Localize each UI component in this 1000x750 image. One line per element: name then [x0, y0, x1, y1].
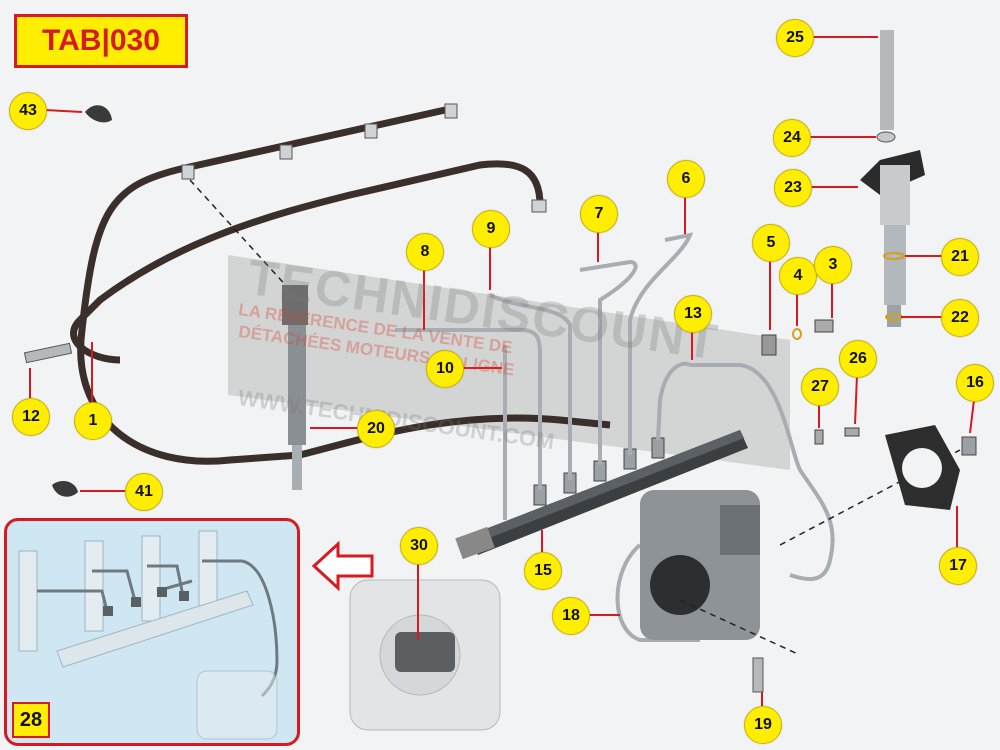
callout-17[interactable]: 17 [939, 547, 977, 585]
tab-label: TAB|030 [14, 14, 188, 68]
callout-22[interactable]: 22 [941, 299, 979, 337]
return-hose [77, 106, 446, 465]
return-hose-upper [77, 160, 544, 323]
callout-9[interactable]: 9 [472, 210, 510, 248]
fuel-rail [455, 430, 748, 560]
inset-pointer-arrow [311, 540, 374, 592]
return-hose-lower [299, 414, 611, 459]
high-pressure-pump [640, 490, 760, 640]
callout-18[interactable]: 18 [552, 597, 590, 635]
callout-5[interactable]: 5 [752, 224, 790, 262]
callout-13[interactable]: 13 [674, 295, 712, 333]
fittings [761, 319, 860, 445]
callout-24[interactable]: 24 [773, 119, 811, 157]
callout-27[interactable]: 27 [801, 368, 839, 406]
clip-41 [52, 480, 78, 497]
callout-10[interactable]: 10 [426, 350, 464, 388]
callout-3[interactable]: 3 [814, 246, 852, 284]
callout-30[interactable]: 30 [400, 527, 438, 565]
callout-6[interactable]: 6 [667, 160, 705, 198]
bolt-12 [23, 342, 73, 364]
injector-right [860, 30, 925, 327]
callout-4[interactable]: 4 [779, 257, 817, 295]
callout-20[interactable]: 20 [357, 410, 395, 448]
pressure-regulator-30 [395, 632, 455, 672]
injector-left [282, 285, 308, 490]
watermark-band [228, 255, 790, 470]
callout-1[interactable]: 1 [74, 402, 112, 440]
pump-gasket [885, 425, 960, 510]
callout-43[interactable]: 43 [9, 92, 47, 130]
callout-7[interactable]: 7 [580, 195, 618, 233]
inset-panel [4, 518, 300, 746]
callout-12[interactable]: 12 [12, 398, 50, 436]
callout-16[interactable]: 16 [956, 364, 994, 402]
callout-21[interactable]: 21 [941, 238, 979, 276]
inset-label: 28 [12, 702, 50, 738]
leader-lines [29, 36, 975, 706]
callout-19[interactable]: 19 [744, 706, 782, 744]
high-pressure-lines [395, 232, 835, 642]
callout-41[interactable]: 41 [125, 473, 163, 511]
callout-8[interactable]: 8 [406, 233, 444, 271]
callout-25[interactable]: 25 [776, 19, 814, 57]
hose-clips [181, 103, 547, 213]
callout-26[interactable]: 26 [839, 340, 877, 378]
callout-23[interactable]: 23 [774, 169, 812, 207]
clip-43 [85, 105, 112, 123]
callout-15[interactable]: 15 [524, 552, 562, 590]
inset-drawing [18, 530, 279, 740]
